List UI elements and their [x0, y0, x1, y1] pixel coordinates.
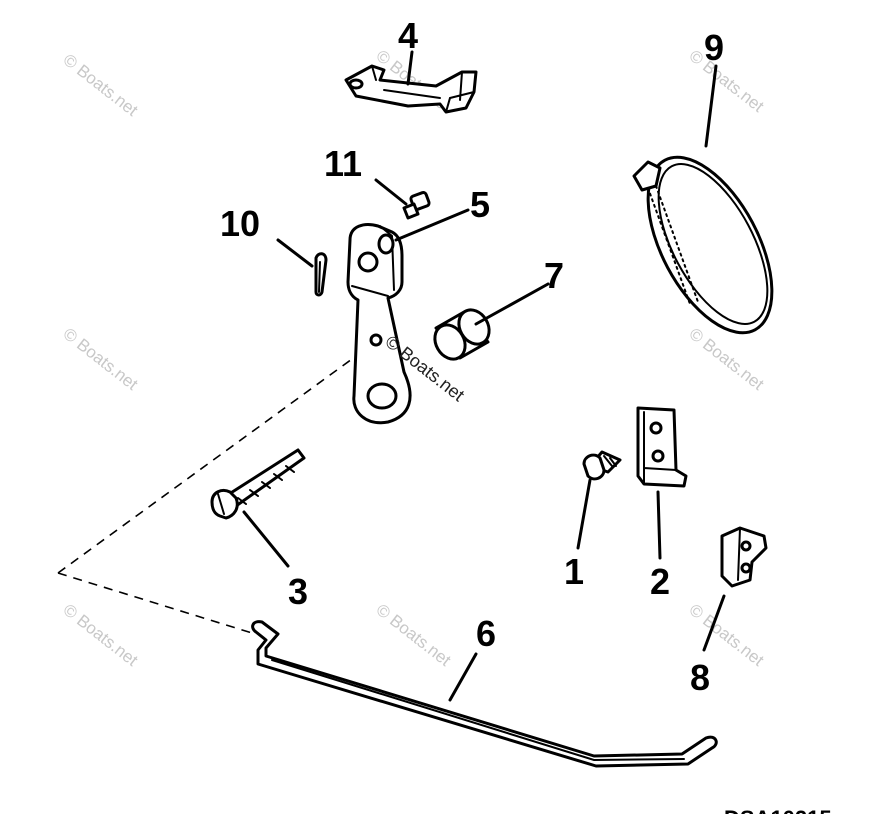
callout-6: 6 [476, 613, 496, 654]
callout-1: 1 [564, 551, 584, 592]
callout-10: 10 [220, 203, 260, 244]
part-10-cotter-pin [314, 252, 328, 297]
watermark-top-left: © Boats.net [60, 50, 142, 120]
figure-code: DSA10215 [724, 806, 832, 814]
leader-3 [242, 510, 290, 568]
leader-6 [448, 652, 478, 702]
leader-5 [394, 208, 470, 242]
leader-7 [474, 282, 550, 326]
part-1-screw [582, 450, 622, 481]
callout-8: 8 [690, 657, 710, 698]
leader-1 [576, 478, 592, 550]
part-11-small-bolt [402, 191, 431, 220]
guide-line-upper [57, 342, 375, 574]
leader-9 [704, 64, 718, 148]
callout-numbers: 1 2 3 4 5 6 7 8 9 10 11 [220, 15, 724, 698]
watermark-bottom-left: © Boats.net [60, 600, 142, 670]
dashed-guide-lines [57, 342, 375, 634]
watermark-mid-left: © Boats.net [60, 324, 142, 394]
part-3-long-bolt [210, 448, 306, 520]
part-8-clip [720, 526, 768, 588]
leader-lines [242, 50, 726, 702]
callout-3: 3 [288, 571, 308, 612]
watermark-bottom-middle: © Boats.net [373, 600, 455, 670]
part-5-lever-arm [346, 223, 412, 425]
callout-4: 4 [398, 15, 418, 56]
callout-5: 5 [470, 184, 490, 225]
callout-9: 9 [704, 27, 724, 68]
watermark-top-right: © Boats.net [686, 46, 768, 116]
leader-8 [702, 594, 726, 652]
part-4-bracket [344, 64, 478, 114]
part-2-plate [636, 406, 688, 488]
callout-11: 11 [324, 143, 362, 184]
guide-line-lower [57, 572, 253, 634]
callout-7: 7 [544, 255, 564, 296]
leader-2 [656, 490, 662, 560]
leader-10 [276, 238, 314, 268]
leader-4 [406, 50, 414, 86]
leader-11 [374, 178, 408, 206]
part-6-link-rod [251, 620, 718, 768]
watermark-mid-right: © Boats.net [686, 324, 768, 394]
part-7-bushing [433, 308, 491, 361]
callout-2: 2 [650, 561, 670, 602]
part-9-clamp-band [632, 155, 774, 335]
